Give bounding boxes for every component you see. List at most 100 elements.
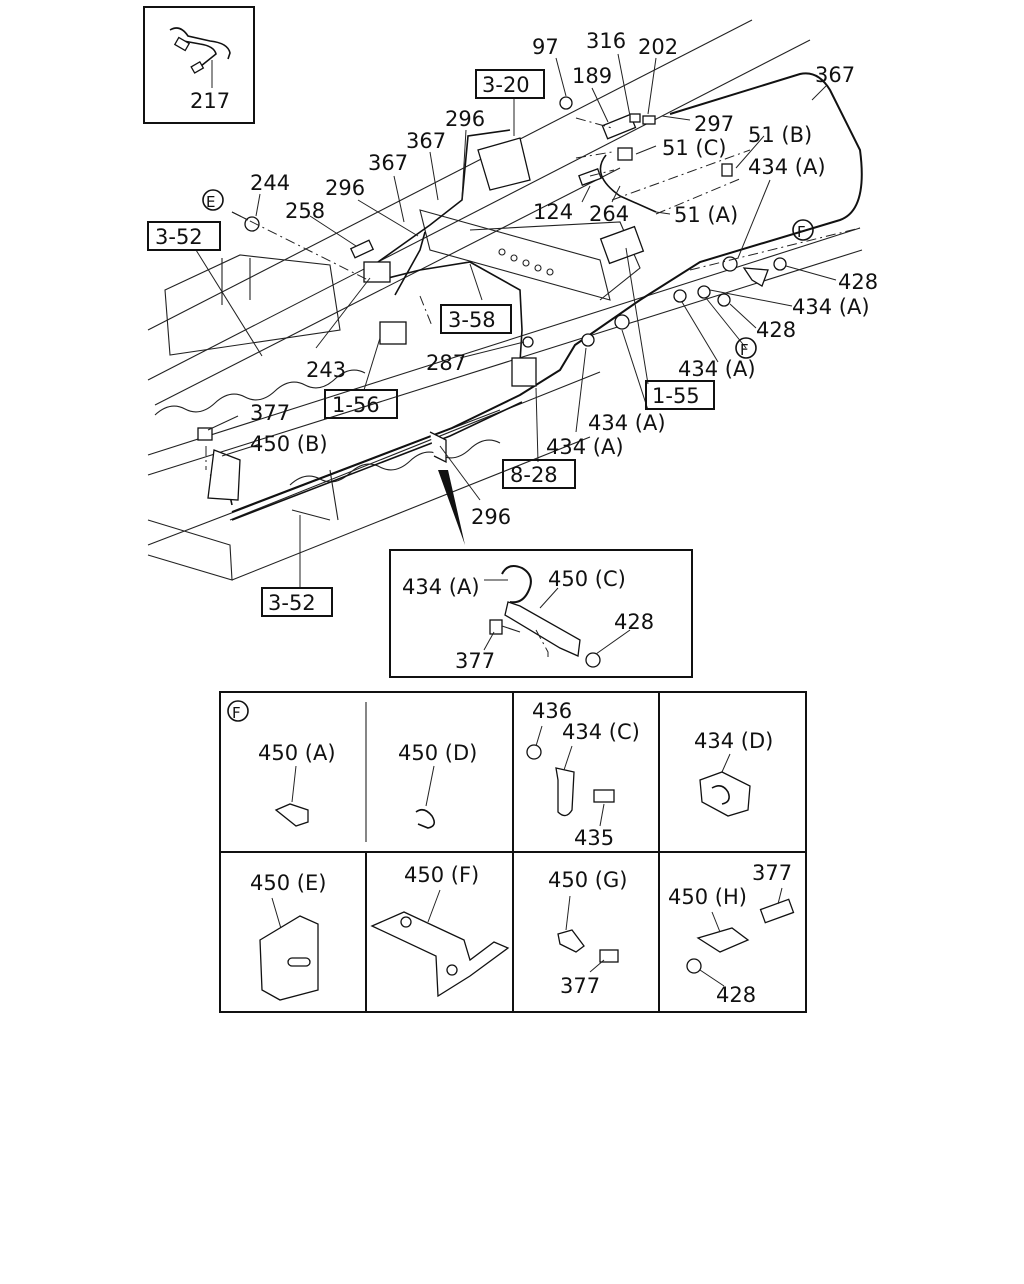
reference-boxes: 3-20 3-52 3-58 1-56 1-55 8-28 3-52 <box>147 69 715 617</box>
ref-1-55: 1-55 <box>652 384 700 408</box>
leader-detail-377 <box>483 631 495 651</box>
clip-434c <box>555 767 575 817</box>
label-316: 316 <box>586 29 626 53</box>
frame-edge-wave <box>289 439 501 486</box>
pipe-296 <box>379 261 523 363</box>
bracket-3-20 <box>477 137 531 191</box>
frame-rail-line <box>229 371 601 521</box>
leader-377-h <box>777 887 783 905</box>
bracket-450a <box>274 803 309 827</box>
ref-8-28: 8-28 <box>510 463 558 487</box>
grid-label-377-h: 377 <box>752 861 792 885</box>
grid-label-434d: 434 (D) <box>694 729 773 753</box>
frame-rail-line <box>147 39 811 381</box>
label-367-top: 367 <box>815 63 855 87</box>
detail-ref-line <box>535 629 549 660</box>
marker-f-mid: F <box>740 341 749 359</box>
nut-244 <box>244 216 260 232</box>
ref-1-56: 1-56 <box>332 393 380 417</box>
leader-377-g <box>589 959 605 973</box>
clip-434a-3 <box>581 333 595 347</box>
label-434a-3: 434 (A) <box>678 357 756 381</box>
ref-3-52-top: 3-52 <box>155 225 203 249</box>
label-450b: 450 (B) <box>250 432 328 456</box>
detail-inset: 434 (A) 450 (C) 428 377 <box>389 549 693 678</box>
ref-box-3-52-top <box>147 221 221 251</box>
pipe-367-lower <box>394 231 426 296</box>
grid-label-377-g: 377 <box>560 974 600 998</box>
rail-slab <box>147 519 233 581</box>
bracket-f-top <box>742 267 769 287</box>
grid-label-450f: 450 (F) <box>404 863 479 887</box>
label-296-a: 296 <box>445 107 485 131</box>
detail-label-377: 377 <box>455 649 495 673</box>
bolt-377-detail <box>489 619 503 635</box>
label-367-a: 367 <box>406 129 446 153</box>
nut-436 <box>526 744 542 760</box>
leader-lines <box>195 53 837 588</box>
front-box-ribs <box>221 258 251 305</box>
grid-label-436: 436 <box>532 699 572 723</box>
part-316 <box>629 113 641 123</box>
grid-label-428-h: 428 <box>716 983 756 1007</box>
front-box <box>164 254 341 356</box>
bracket-450b <box>207 449 241 501</box>
fitting-258 <box>349 239 375 259</box>
bracket-450c <box>504 601 581 657</box>
clip-450d <box>415 808 436 829</box>
grid-label-450e: 450 (E) <box>250 871 326 895</box>
clip-450g <box>557 929 585 953</box>
grid-label-434c: 434 (C) <box>562 720 640 744</box>
detail-label-450c: 450 (C) <box>548 567 626 591</box>
label-51b: 51 (B) <box>748 123 812 147</box>
small-parts <box>197 96 787 501</box>
main-pipe-367 <box>231 72 863 513</box>
bolt-377-g <box>599 949 619 963</box>
detail-pointer <box>438 470 465 545</box>
ref-3-58: 3-58 <box>448 308 496 332</box>
main-labels: 97 316 202 367 189 297 296 367 367 51 (B… <box>250 29 878 529</box>
label-434a-1: 434 (A) <box>748 155 826 179</box>
bracket-450f-hole <box>446 964 458 976</box>
label-51a: 51 (A) <box>674 203 738 227</box>
grid-label-450a: 450 (A) <box>258 741 336 765</box>
label-428-b: 428 <box>756 318 796 342</box>
bracket-450e <box>259 915 319 1001</box>
bracket-450h <box>696 927 750 953</box>
switch-1-56 <box>379 321 407 345</box>
pipe-217-fitting-2 <box>190 61 205 74</box>
label-434a-5: 434 (A) <box>546 435 624 459</box>
label-296-c: 296 <box>471 505 511 529</box>
nut-428-h <box>686 958 702 974</box>
leader-450a <box>291 765 297 803</box>
ref-box-8-28 <box>502 459 576 489</box>
label-244: 244 <box>250 171 290 195</box>
label-264: 264 <box>589 202 629 226</box>
leader-436 <box>535 725 543 747</box>
leader-450e <box>271 897 283 933</box>
marker-f-top-circle <box>792 219 814 241</box>
detail-label-428: 428 <box>614 610 654 634</box>
frame-rail-line <box>147 249 863 476</box>
label-258: 258 <box>285 199 325 223</box>
leader-435 <box>599 803 605 827</box>
ref-3-20: 3-20 <box>482 73 530 97</box>
pipe-264 <box>599 154 657 213</box>
bolt-435 <box>593 789 615 803</box>
parts-grid: F 450 (A) 450 (D) 436 434 (C) 435 434 (D… <box>219 691 807 1013</box>
reference-lines <box>205 117 861 470</box>
label-51c: 51 (C) <box>662 136 726 160</box>
label-297: 297 <box>694 112 734 136</box>
valve-1-55 <box>599 225 645 265</box>
valve-8-28 <box>511 357 537 387</box>
ref-box-1-56 <box>324 389 398 419</box>
pipe-217-shape-2 <box>177 39 217 71</box>
crossmember <box>419 209 611 301</box>
main-pipe-296 <box>231 401 523 521</box>
pipe-runs <box>209 72 863 521</box>
bracket-450f <box>370 911 510 998</box>
nut-428-b <box>717 293 731 307</box>
label-377: 377 <box>250 401 290 425</box>
